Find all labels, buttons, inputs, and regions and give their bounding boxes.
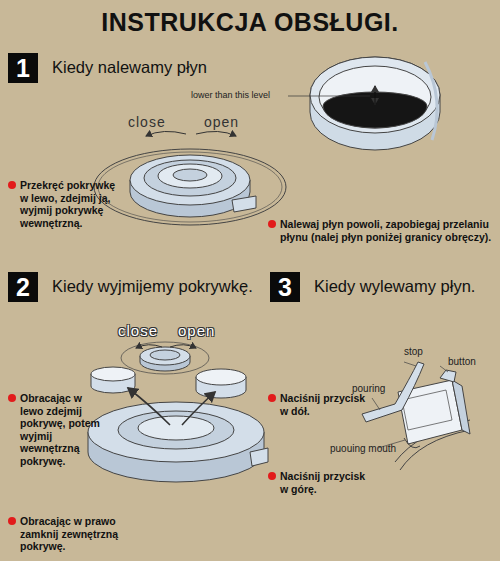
part-name: puouing mouth [330,443,396,454]
lid-parts-illustration [88,342,268,482]
step-number: 3 [270,272,300,302]
page-title: INSTRUKCJA OBSŁUGI. [0,8,500,37]
direction-label: open [178,322,215,339]
step-heading: Kiedy nalewamy płyn [52,58,207,77]
part-name: stop [404,346,423,357]
step-heading: Kiedy wylewamy płyn. [314,277,475,296]
instruction-text: Obracając w prawo zamknij zewnętrzną pok… [20,515,142,553]
step-badge: 2Kiedy wyjmijemy pokrywkę. [8,272,248,302]
step-number: 2 [8,272,38,302]
part-name: button [448,356,476,367]
step-badge: 3 Kiedy wylewamy płyn. [270,272,500,302]
direction-label: close [118,322,158,339]
level-note: lower than this level [191,90,270,100]
step-heading: Kiedy wyjmijemy pokrywkę. [52,277,253,296]
step-number: 1 [8,53,38,83]
direction-label: close [128,114,166,130]
bullet-dots [8,181,276,525]
lid-illustration [94,131,286,225]
instruction-text: Nalewaj płyn powoli, zapobiegaj przelani… [280,218,498,243]
instruction-text: Przekręć pokrywkę w lewo, zdejmij ją, wy… [20,179,118,229]
instruction-text: Obracając w lewo zdejmij pokrywę, potem … [20,392,106,467]
direction-label: open [204,114,239,130]
cup-illustration [288,57,440,150]
instruction-text: Naciśnij przycisk w górę. [280,470,366,495]
instruction-text: Naciśnij przycisk w dół. [280,392,366,417]
step-badge: 1 Kiedy nalewamy płyn [8,53,248,83]
